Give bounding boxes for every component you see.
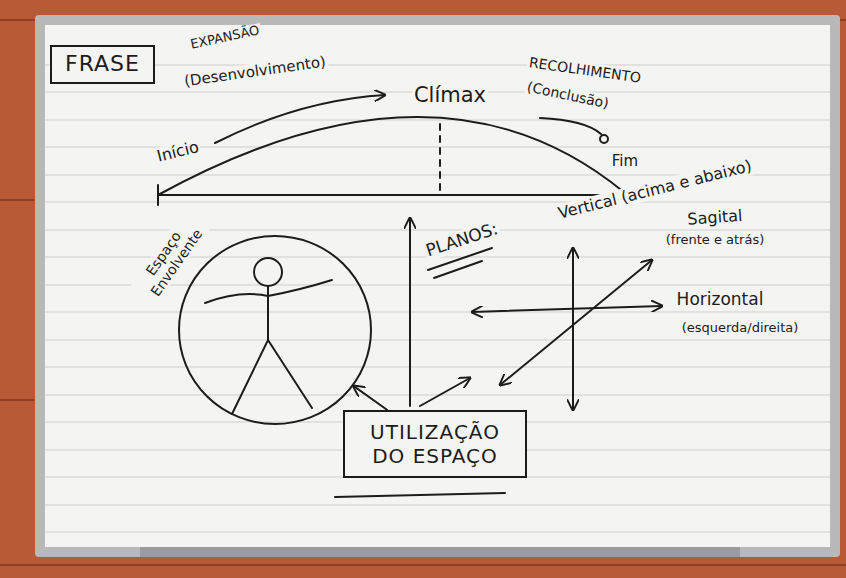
figure-body [267, 286, 269, 340]
circle-outline [178, 235, 372, 425]
figure-arms [205, 280, 332, 303]
board-surface [45, 25, 830, 547]
climax-marker [439, 124, 441, 192]
retreat-end [600, 135, 608, 143]
title-box: FRASE [50, 45, 155, 84]
circle-outline [179, 236, 371, 424]
phase-label: Clímax [412, 83, 488, 107]
expansion-arrow [215, 95, 385, 143]
retreat-arrow [540, 118, 601, 134]
figure-head [254, 258, 282, 286]
underline [335, 493, 505, 497]
point-label: Fim [610, 153, 640, 170]
marker-tray [140, 547, 740, 557]
phase-note: (Desenvolvimento) [181, 53, 329, 91]
right-arrow [420, 378, 470, 406]
connector-arrow [353, 386, 387, 410]
plane-label: Sagital [685, 207, 745, 229]
vertical-plane-arrow [572, 248, 574, 410]
section-heading: PLANOS: [422, 219, 503, 262]
plane-label: Horizontal [675, 290, 766, 310]
plane-note: (esquerda/direita) [680, 321, 801, 336]
board-ruling [45, 65, 830, 532]
phase-note: (Conclusão) [524, 78, 612, 112]
up-arrow [409, 218, 411, 406]
horizontal-plane-arrow [472, 306, 662, 312]
phase-label: EXPANSÃO [187, 23, 263, 53]
brick-mortar [0, 20, 846, 565]
phrase-arc [158, 117, 625, 195]
underline [434, 261, 482, 278]
figure-legs [232, 340, 312, 414]
board-frame [35, 15, 840, 557]
box-label: FRASE [65, 51, 140, 77]
box-label: UTILIZAÇÃO DO ESPAÇO [360, 420, 510, 468]
circle-label: Espaço Envolvente [128, 208, 211, 308]
space-circle: Espaço Envolvente [178, 235, 372, 425]
plane-note: (frente e atrás) [664, 233, 767, 248]
concept-box: UTILIZAÇÃO DO ESPAÇO [343, 410, 527, 478]
sagittal-plane-arrow [500, 260, 652, 385]
point-label: Início [153, 137, 202, 166]
phrase-baseline [158, 194, 625, 196]
start-tick [157, 185, 159, 205]
